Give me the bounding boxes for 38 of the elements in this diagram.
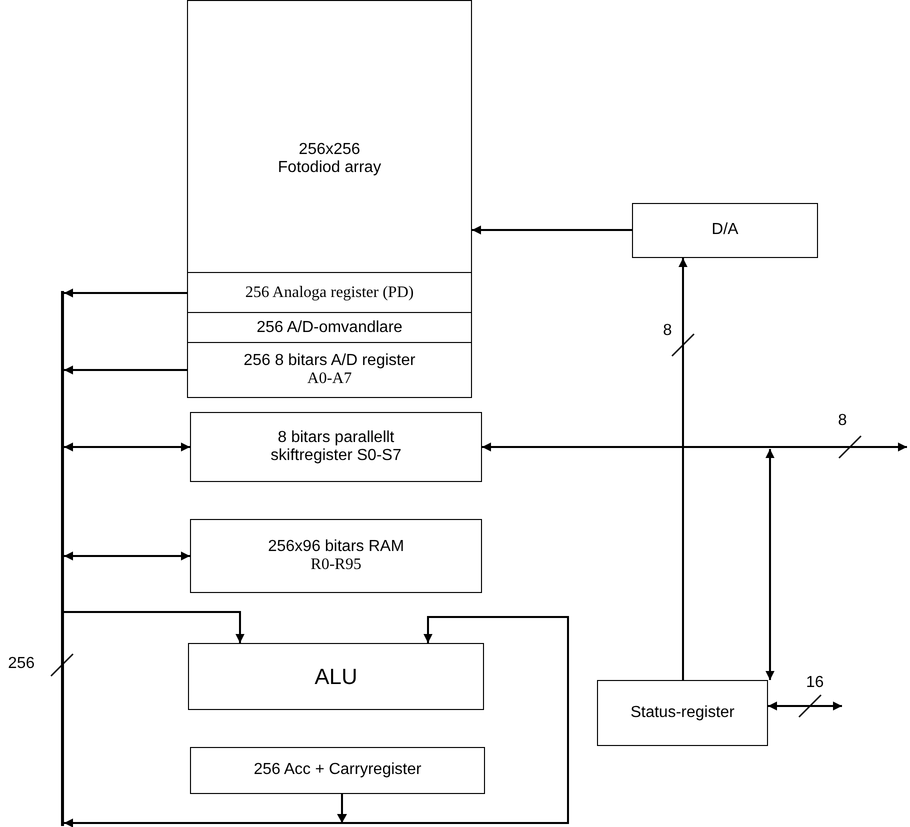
box-label: 256 Analoga register (PD)	[245, 284, 414, 302]
register-box	[190, 412, 482, 482]
register-box	[187, 272, 472, 314]
arrow	[768, 702, 842, 710]
register-box	[190, 747, 485, 794]
arrow	[64, 442, 190, 452]
box-label: 256 Acc + Carryregister	[254, 761, 422, 780]
arrow	[472, 226, 632, 234]
arrow	[678, 258, 688, 680]
register-box	[190, 519, 482, 593]
box-label: ALU	[314, 664, 358, 690]
arrow	[766, 449, 774, 680]
box-label: 256x256 Fotodiod array	[276, 141, 382, 178]
box-label: 256x96 bitars RAM	[268, 538, 404, 556]
box-label: D/A	[712, 221, 738, 240]
box-label: 8 bitars parallellt skiftregister S0-S7	[270, 428, 402, 466]
register-box	[597, 680, 768, 746]
arrow	[64, 552, 190, 560]
box-label: 256 A/D-omvandlare	[256, 318, 402, 338]
box-label: Status-register	[630, 704, 735, 722]
arrow	[64, 288, 187, 298]
bus-width-label: 8	[663, 322, 672, 340]
arrow	[341, 616, 569, 824]
arrow	[64, 611, 244, 643]
register-box	[187, 342, 472, 398]
box-label: 256 8 bitars A/D register	[244, 352, 416, 370]
bus-width-label: 256	[8, 655, 35, 673]
bus-line	[61, 291, 64, 826]
bus-width-label: 8	[838, 412, 847, 430]
register-box	[188, 643, 484, 710]
bus-width-label: 16	[806, 674, 824, 692]
box-label: A0-A7	[307, 370, 352, 388]
box-label: R0-R95	[310, 556, 362, 574]
arrow	[64, 366, 187, 374]
register-box	[187, 0, 472, 274]
arrow	[482, 442, 907, 452]
register-box	[632, 203, 818, 258]
register-box	[187, 312, 472, 344]
